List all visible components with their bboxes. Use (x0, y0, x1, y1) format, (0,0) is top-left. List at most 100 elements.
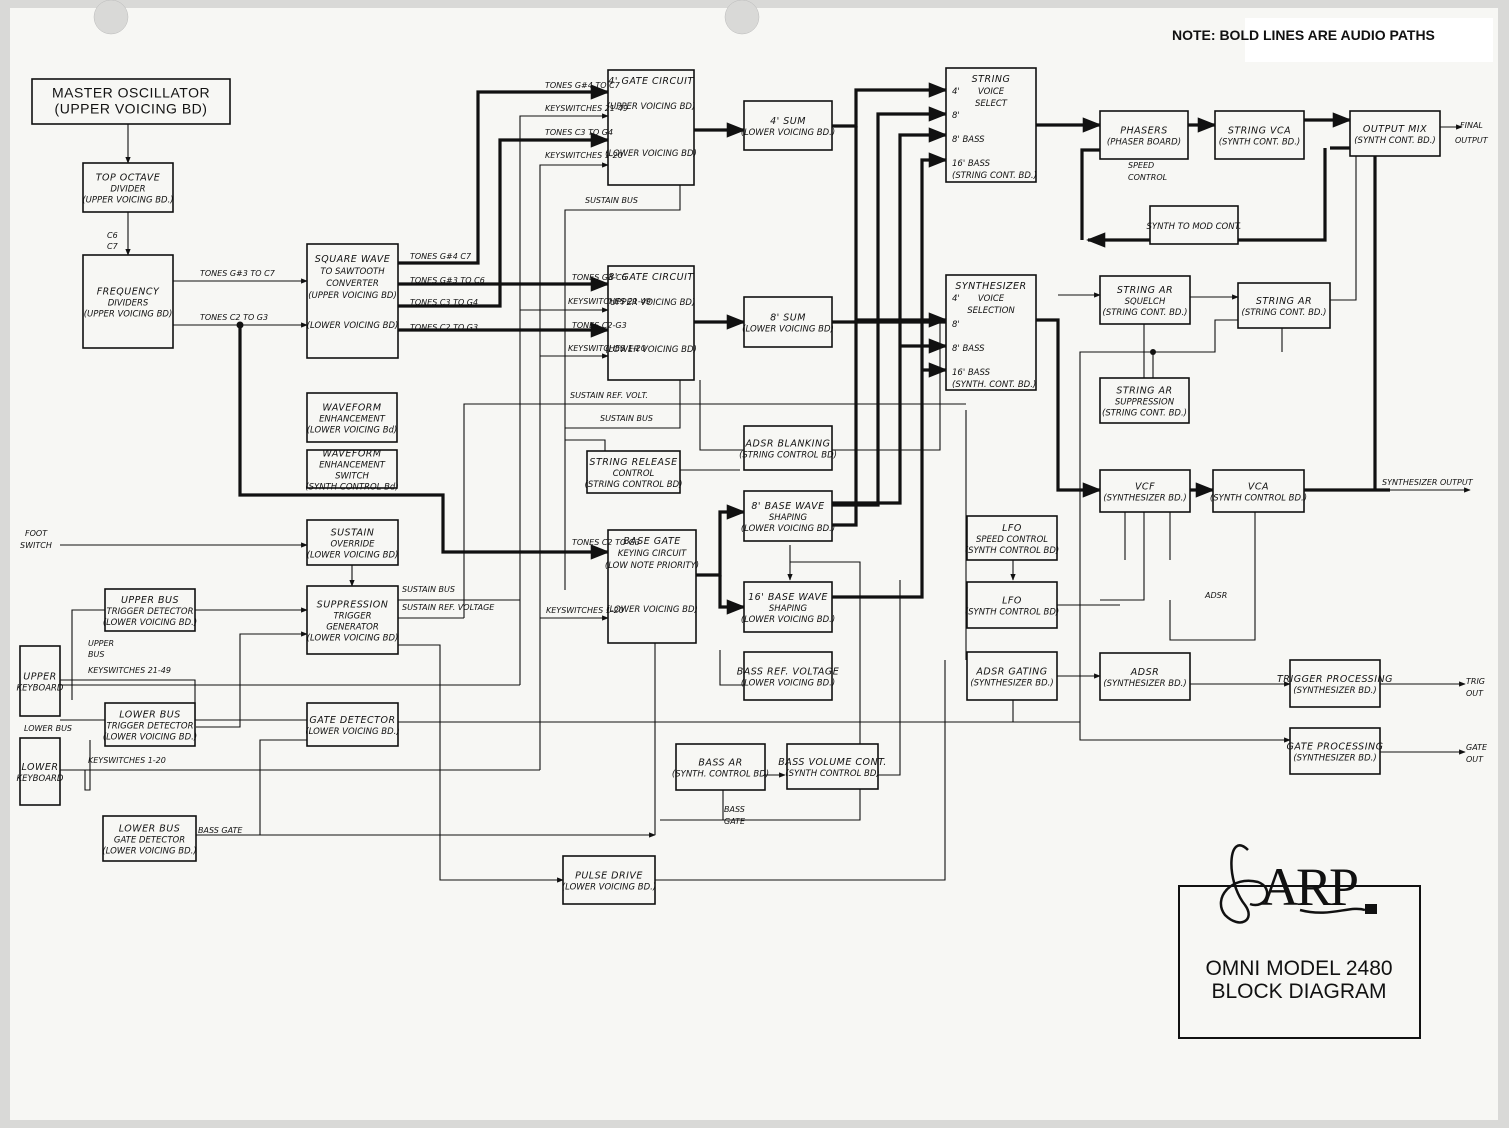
string-ar-label-1: (STRING CONT. BD.) (1242, 308, 1327, 318)
trig-proc-label-1: (SYNTHESIZER BD.) (1293, 686, 1376, 696)
signal-label-final-output-1: OUTPUT (1455, 136, 1489, 145)
supp-trig-label-0: SUPPRESSION (317, 600, 389, 611)
lower-bus-trig-label-0: LOWER BUS (119, 710, 181, 721)
bass-ref-block: BASS REF. VOLTAGE(LOWER VOICING BD.) (737, 651, 840, 701)
signal-label-foot-switch-1: SWITCH (20, 541, 52, 550)
adsr-label-0: ADSR (1130, 667, 1159, 678)
synth-vs-label-2: SELECTION (967, 306, 1015, 316)
signal-label-gate-out-1: OUT (1466, 755, 1484, 764)
freq-div-label-2: (UPPER VOICING BD) (84, 310, 173, 320)
gate4-block: 4' GATE CIRCUIT(UPPER VOICING BD)(LOWER … (605, 69, 697, 186)
signal-label-upper-bus-0: UPPER (88, 639, 114, 648)
sq-saw-label-2: CONVERTER (326, 279, 379, 289)
sq-saw-label-3: (UPPER VOICING BD) (308, 291, 397, 301)
trig-proc-block: TRIGGER PROCESSING(SYNTHESIZER BD.) (1277, 659, 1393, 708)
ar-squelch-label-2: (STRING CONT. BD.) (1103, 308, 1188, 318)
top-octave-label-0: TOP OCTAVE (96, 173, 161, 184)
wave-enh-sw-label-1: ENHANCEMENT (319, 461, 386, 471)
gate-proc-label-0: GATE PROCESSING (1287, 742, 1384, 753)
output-mix-block: OUTPUT MIX(SYNTH CONT. BD.) (1349, 110, 1441, 157)
lower-bus-gate-label-2: (LOWER VOICING BD.) (102, 847, 196, 857)
base-gate-label-3: (LOWER VOICING BD) (606, 605, 698, 615)
adsr-label-1: (SYNTHESIZER BD.) (1103, 679, 1186, 689)
gate8-label-0: 8' GATE CIRCUIT (608, 272, 694, 283)
base-gate-label-0: BASE GATE (623, 536, 681, 547)
vca-label-1: (SYNTH CONTROL BD.) (1210, 494, 1307, 504)
adsr-gating-block: ADSR GATING(SYNTHESIZER BD.) (966, 651, 1058, 701)
signal-label-g8-tones-c2g3: TONES C2-G3 (572, 321, 627, 330)
punch-hole-left (93, 0, 129, 35)
wave-enh-label-1: ENHANCEMENT (319, 415, 386, 425)
output-mix-label-0: OUTPUT MIX (1363, 124, 1427, 135)
bass-ref-label-0: BASS REF. VOLTAGE (737, 667, 840, 678)
trig-proc-label-0: TRIGGER PROCESSING (1277, 674, 1393, 685)
synth-to-mod-label-0: SYNTH TO MOD CONT. (1147, 222, 1242, 232)
signal-label-tones-g3-c7: TONES G#3 TO C7 (200, 269, 276, 278)
lower-bus-trig-label-2: (LOWER VOICING BD.) (103, 733, 197, 743)
signal-label-sq-tones-c3-g4: TONES C3 TO G4 (410, 298, 478, 307)
wave-enh-sw-label-3: (SYNTH CONTROL Bd) (305, 483, 398, 493)
signal-label-speed-control-1: CONTROL (1128, 173, 1167, 182)
upper-bus-trig-label-0: UPPER BUS (121, 595, 179, 606)
pulse-label-1: (LOWER VOICING BD.) (562, 883, 656, 893)
signal-label-sq-tones-g3-c6: TONES G#3 TO C6 (410, 276, 485, 285)
string-vs-label-1: VOICE (978, 87, 1005, 97)
lfo-label-0: LFO (1002, 596, 1022, 607)
synth-vs-label-5: 8' BASS (952, 344, 985, 354)
master-osc-block: MASTER OSCILLATOR(UPPER VOICING BD) (31, 78, 231, 125)
supp-trig-label-3: (LOWER VOICING BD) (307, 634, 399, 644)
sum4-block: 4' SUM(LOWER VOICING BD.) (741, 100, 835, 151)
punch-hole-right (724, 0, 760, 35)
phasers-block: PHASERS(PHASER BOARD) (1099, 110, 1189, 160)
signal-label-final-output-0: FINAL (1460, 121, 1483, 130)
ar-squelch-label-1: SQUELCH (1125, 297, 1166, 307)
top-octave-label-1: DIVIDER (110, 185, 145, 195)
signal-label-foot-switch-0: FOOT (25, 529, 48, 538)
diagram-title-line-2: BLOCK DIAGRAM (1211, 980, 1386, 1003)
bass-vol-block: BASS VOLUME CONT.(SYNTH CONTROL BD) (778, 743, 886, 790)
lower-kb-label-1: KEYBOARD (17, 774, 64, 784)
string-ar-label-0: STRING AR (1256, 296, 1312, 307)
sum8-label-0: 8' SUM (770, 313, 806, 324)
ar-supp-label-1: SUPPRESSION (1115, 398, 1175, 408)
string-vs-label-3: 4' (952, 87, 960, 97)
string-vs-label-7: (STRING CONT. BD.) (952, 171, 1037, 181)
lower-kb-label-0: LOWER (22, 762, 59, 773)
signal-label-speed-control-0: SPEED (1128, 161, 1154, 170)
lfo-block: LFO(SYNTH CONTROL BD) (965, 581, 1059, 629)
signal-label-tones-c2g3-base: TONES C2 TO G3 (572, 538, 640, 547)
top-octave-label-2: (UPPER VOICING BD.) (82, 196, 173, 206)
lfo-label-1: (SYNTH CONTROL BD) (965, 608, 1059, 618)
gate-det-label-1: (LOWER VOICING BD.) (305, 727, 399, 737)
supp-trig-label-2: GENERATOR (326, 623, 379, 633)
lower-bus-trig-label-1: TRIGGER DETECTOR (107, 722, 194, 732)
wave-enh-label-2: (LOWER VOICING Bd) (307, 426, 398, 436)
gate8-label-2: (LOWER VOICING BD) (605, 345, 697, 355)
diagram-title-line-1: OMNI MODEL 2480 (1205, 957, 1392, 980)
arp-logo: ARP (1178, 844, 1421, 1039)
base-gate-label-1: KEYING CIRCUIT (618, 549, 687, 559)
signal-label-g4-tones-c3g4: TONES C3 TO G4 (545, 128, 613, 137)
signal-label-g4-ks120: KEYSWITCHES 1-20 (545, 151, 623, 160)
vcf-block: VCF(SYNTHESIZER BD.) (1099, 469, 1191, 513)
freq-div-label-1: DIVIDERS (108, 299, 149, 309)
string-rel-label-1: CONTROL (613, 469, 655, 479)
wave8-label-0: 8' BASE WAVE (751, 501, 824, 512)
audio-path-note: NOTE: BOLD LINES ARE AUDIO PATHS (1172, 27, 1435, 43)
signal-label-lower-bus: LOWER BUS (24, 724, 72, 733)
treble-clef-icon (1219, 844, 1269, 924)
signal-label-g4-ks2149: KEYSWITCHES 21-49 (545, 104, 628, 113)
gate4-label-0: 4' GATE CIRCUIT (608, 76, 694, 87)
synth-vs-label-6: 16' BASS (952, 368, 991, 378)
wave8-label-2: (LOWER VOICING BD.) (741, 524, 835, 534)
signal-label-g8-ks120: KEYSWITCHES 1-20 (568, 344, 646, 353)
bass-ar-label-1: (SYNTH. CONTROL BD) (672, 770, 769, 780)
